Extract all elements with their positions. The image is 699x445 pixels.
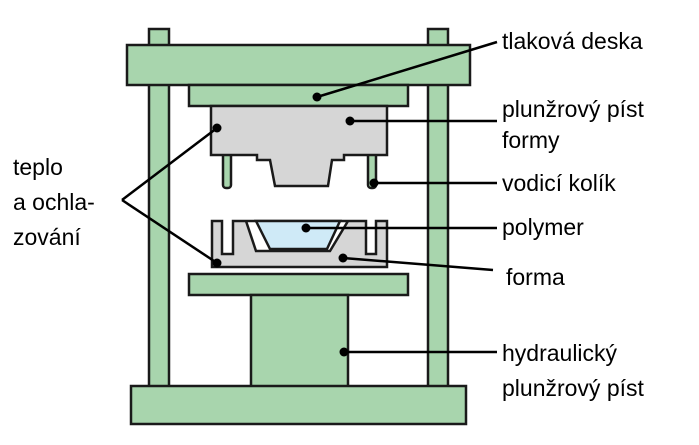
leader-dot-polymer: [301, 223, 311, 233]
label-polymer: polymer: [502, 214, 584, 240]
leader-dot-hydraulic-ram: [339, 347, 349, 357]
leader-dot-mold-plunger: [345, 116, 355, 126]
label-mold-plunger-line2: formy: [502, 127, 560, 153]
leader-pressure-plate: [316, 40, 498, 99]
label-mold-plunger-line1: plunžrový píst: [502, 96, 644, 122]
leader-dot-heat-lower: [212, 258, 222, 268]
leader-mold: [342, 256, 494, 272]
label-hydraulic-plunger-line2: plunžrový píst: [502, 375, 644, 401]
mold-plunger: [209, 104, 389, 188]
leader-heat-lower: [121, 198, 218, 265]
hydraulic-ram: [249, 293, 350, 389]
leader-heat-upper: [121, 127, 218, 201]
leader-dot-guide-pin: [369, 178, 379, 188]
base-plate: [129, 384, 468, 426]
label-mold: forma: [506, 264, 565, 290]
label-guide-pin: vodicí kolík: [502, 170, 616, 196]
leader-dot-mold: [338, 253, 348, 263]
label-hydraulic-plunger-line1: hydraulický: [502, 340, 618, 366]
label-heat-line3: zování: [13, 224, 81, 250]
label-heat-line1: teplo: [13, 154, 63, 180]
polymer-charge: [253, 219, 342, 251]
pressure-plate: [187, 83, 410, 108]
label-pressure-plate: tlaková deska: [502, 28, 643, 54]
leader-dot-heat-upper: [212, 123, 222, 133]
lower-platen: [187, 272, 410, 297]
label-heat-line2: a ochla-: [13, 189, 95, 215]
leader-dot-pressure-plate: [312, 92, 322, 102]
